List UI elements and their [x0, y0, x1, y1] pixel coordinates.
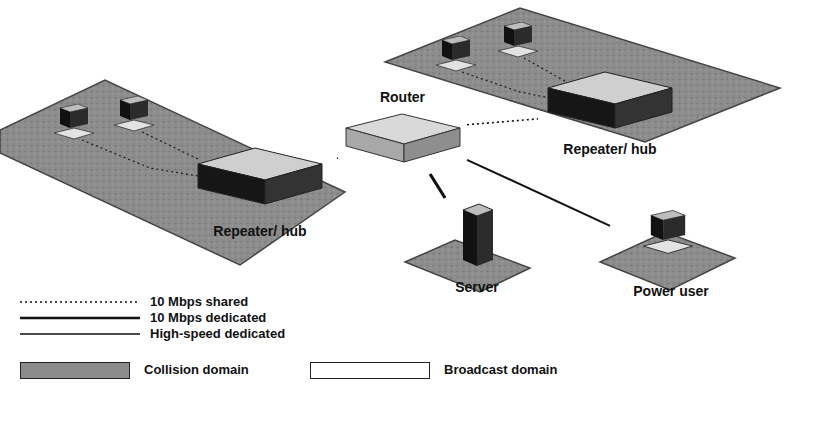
- workstation: [436, 36, 476, 71]
- hub-box: [265, 164, 322, 204]
- router-node: Router: [340, 88, 465, 172]
- hub-node: Repeater/ hub: [185, 142, 335, 242]
- legend-line-sample: [20, 301, 140, 302]
- legend-label: 10 Mbps shared: [150, 295, 248, 308]
- collision-plane: [385, 8, 780, 142]
- legend-line-sample: [20, 333, 140, 334]
- server-node: Server: [432, 200, 522, 298]
- workstation: [114, 96, 154, 131]
- node-label: Repeater/ hub: [563, 142, 656, 157]
- workstation-node: Power user: [612, 206, 730, 302]
- legend-label: 10 Mbps dedicated: [150, 311, 266, 324]
- workstation: [54, 104, 94, 139]
- router-box: [404, 128, 460, 162]
- hub-box: [615, 88, 672, 128]
- legend-swatch: [310, 362, 430, 379]
- workstation: [498, 22, 538, 57]
- legend-swatch: [20, 362, 130, 379]
- shared-wire: [524, 58, 570, 84]
- network-link: [430, 174, 445, 198]
- legend-label: Broadcast domain: [444, 363, 557, 376]
- router-box: [346, 128, 404, 162]
- shared-wire: [82, 140, 210, 178]
- shared-wire: [142, 132, 200, 160]
- network-link: [337, 157, 338, 159]
- hub-node: Repeater/ hub: [540, 66, 680, 160]
- node-label: Router: [380, 90, 425, 105]
- network-link: [467, 119, 538, 125]
- node-label: Repeater/ hub: [213, 224, 306, 239]
- legend-label: Collision domain: [144, 363, 249, 376]
- hub-box: [548, 88, 615, 128]
- collision-plane: [0, 80, 345, 265]
- node-label: Power user: [633, 284, 708, 299]
- shared-wire: [462, 72, 560, 100]
- server-tower: [463, 210, 477, 266]
- legend-line-sample: [20, 317, 140, 320]
- server-tower: [477, 210, 493, 266]
- node-label: Server: [455, 280, 499, 295]
- workstation: [643, 210, 692, 253]
- hub-box: [198, 164, 265, 204]
- legend-label: High-speed dedicated: [150, 327, 285, 340]
